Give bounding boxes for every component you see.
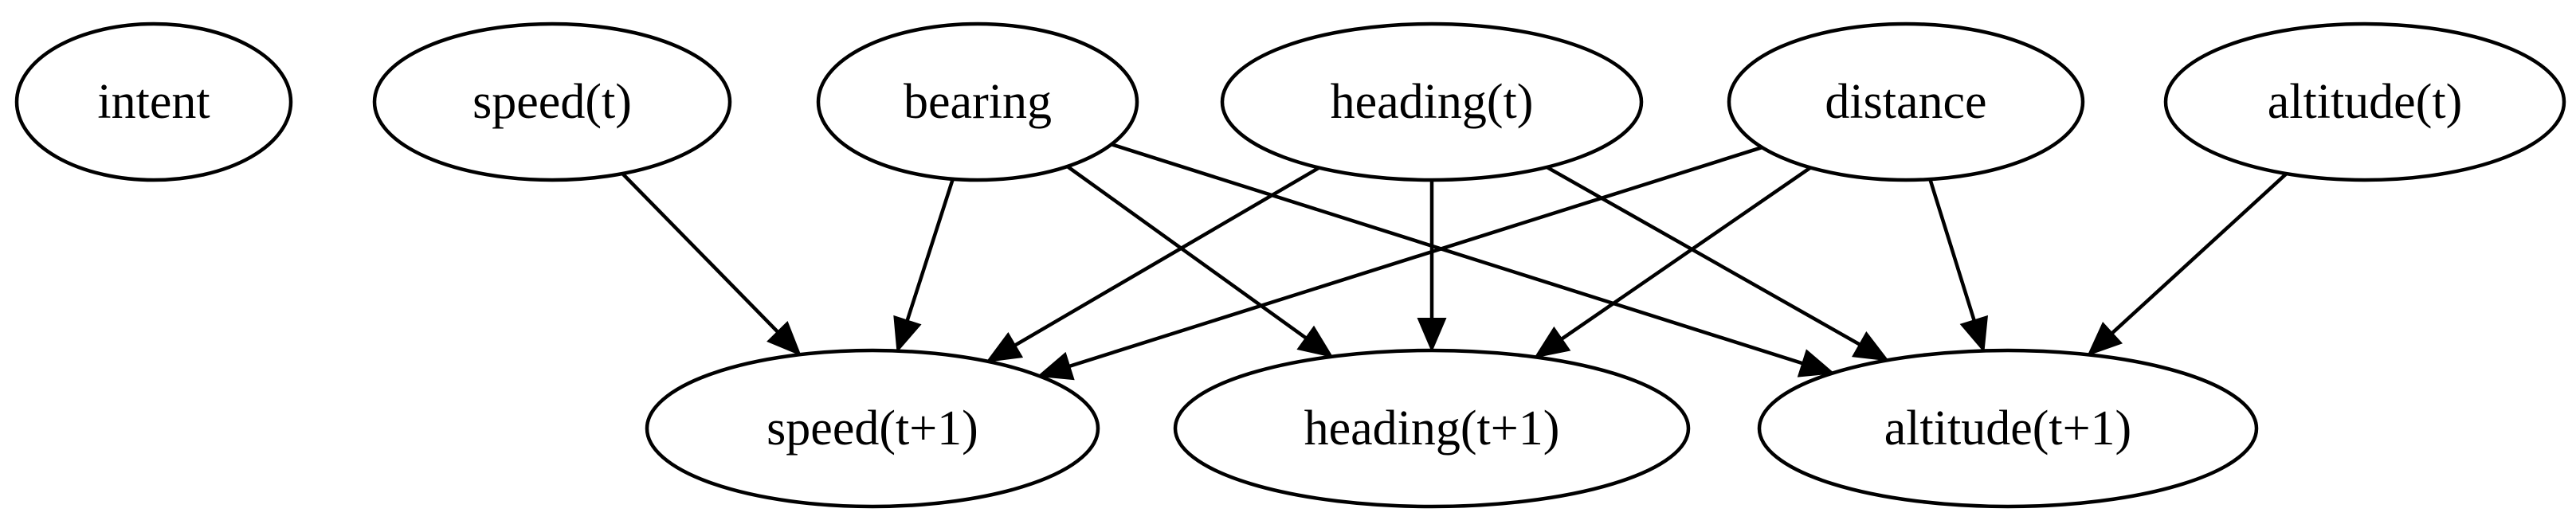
node-bearing-ellipse bbox=[816, 22, 1139, 182]
node-heading-t: heading(t) bbox=[1220, 22, 1644, 182]
edge-distance-to-heading-t1-line bbox=[1560, 166, 1812, 341]
edge-distance-to-altitude-t1 bbox=[1928, 178, 1989, 353]
node-bearing: bearing bbox=[816, 22, 1139, 182]
edge-heading-t-to-heading-t1-arrowhead bbox=[1417, 318, 1447, 353]
node-speed-t1-label: speed(t+1) bbox=[767, 401, 978, 456]
edge-bearing-to-altitude-t1 bbox=[1111, 143, 1835, 377]
nodes-layer: intent speed(t) bearing heading(t) dista… bbox=[14, 22, 2566, 509]
edge-distance-to-speed-t1-line bbox=[1068, 145, 1763, 369]
node-altitude-t1-label: altitude(t+1) bbox=[1884, 401, 2131, 456]
node-heading-t-label: heading(t) bbox=[1331, 75, 1534, 129]
edge-heading-t-to-heading-t1 bbox=[1417, 180, 1447, 353]
edge-distance-to-altitude-t1-line bbox=[1928, 178, 1976, 321]
node-altitude-t: altitude(t) bbox=[2163, 22, 2566, 182]
edge-bearing-to-heading-t1-arrowhead bbox=[1296, 325, 1334, 358]
edge-bearing-to-heading-t1-line bbox=[1066, 165, 1308, 340]
edge-heading-t-to-speed-t1-line bbox=[1014, 166, 1320, 347]
node-distance-ellipse bbox=[1727, 22, 2085, 182]
node-altitude-t-ellipse bbox=[2163, 22, 2566, 182]
edge-heading-t-to-speed-t1 bbox=[986, 166, 1320, 362]
node-intent-ellipse bbox=[14, 22, 293, 182]
edge-altitude-t-to-altitude-t1-line bbox=[2111, 172, 2288, 334]
node-altitude-t1-ellipse bbox=[1757, 348, 2259, 509]
node-altitude-t-label: altitude(t) bbox=[2268, 75, 2462, 129]
edge-bearing-to-speed-t1-line bbox=[905, 178, 955, 322]
edge-distance-to-speed-t1 bbox=[1037, 145, 1763, 381]
node-bearing-label: bearing bbox=[904, 75, 1052, 129]
edge-heading-t-to-altitude-t1-arrowhead bbox=[1852, 331, 1890, 362]
edge-distance-to-heading-t1-arrowhead bbox=[1533, 326, 1571, 358]
edge-distance-to-altitude-t1-arrowhead bbox=[1959, 315, 1989, 353]
edge-bearing-to-altitude-t1-arrowhead bbox=[1797, 349, 1835, 377]
node-altitude-t1: altitude(t+1) bbox=[1757, 348, 2259, 509]
edge-altitude-t-to-altitude-t1 bbox=[2087, 172, 2288, 357]
edge-bearing-to-altitude-t1-line bbox=[1111, 143, 1803, 366]
edge-bearing-to-heading-t1 bbox=[1066, 165, 1334, 358]
edge-distance-to-speed-t1-arrowhead bbox=[1037, 351, 1075, 381]
node-speed-t1: speed(t+1) bbox=[645, 348, 1100, 509]
edge-altitude-t-to-altitude-t1-arrowhead bbox=[2087, 321, 2123, 357]
node-intent: intent bbox=[14, 22, 293, 182]
edge-heading-t-to-speed-t1-arrowhead bbox=[986, 332, 1024, 362]
edges-layer bbox=[621, 143, 2288, 381]
edge-bearing-to-speed-t1 bbox=[893, 178, 955, 354]
edge-speed-t-to-speed-t1-arrowhead bbox=[767, 320, 802, 357]
edge-heading-t-to-altitude-t1-line bbox=[1546, 165, 1861, 346]
node-speed-t1-ellipse bbox=[645, 348, 1100, 509]
edge-speed-t-to-speed-t1-line bbox=[621, 172, 779, 334]
edge-speed-t-to-speed-t1 bbox=[621, 172, 802, 357]
node-intent-label: intent bbox=[97, 75, 210, 129]
node-distance-label: distance bbox=[1825, 75, 1986, 129]
node-heading-t1: heading(t+1) bbox=[1173, 348, 1691, 509]
node-distance: distance bbox=[1727, 22, 2085, 182]
node-heading-t1-label: heading(t+1) bbox=[1304, 401, 1560, 456]
node-speed-t-label: speed(t) bbox=[472, 75, 632, 129]
node-heading-t1-ellipse bbox=[1173, 348, 1691, 509]
edge-distance-to-heading-t1 bbox=[1533, 166, 1812, 358]
node-speed-t: speed(t) bbox=[372, 22, 732, 182]
edge-bearing-to-speed-t1-arrowhead bbox=[893, 315, 922, 354]
node-heading-t-ellipse bbox=[1220, 22, 1644, 182]
edge-heading-t-to-altitude-t1 bbox=[1546, 165, 1890, 362]
node-speed-t-ellipse bbox=[372, 22, 732, 182]
